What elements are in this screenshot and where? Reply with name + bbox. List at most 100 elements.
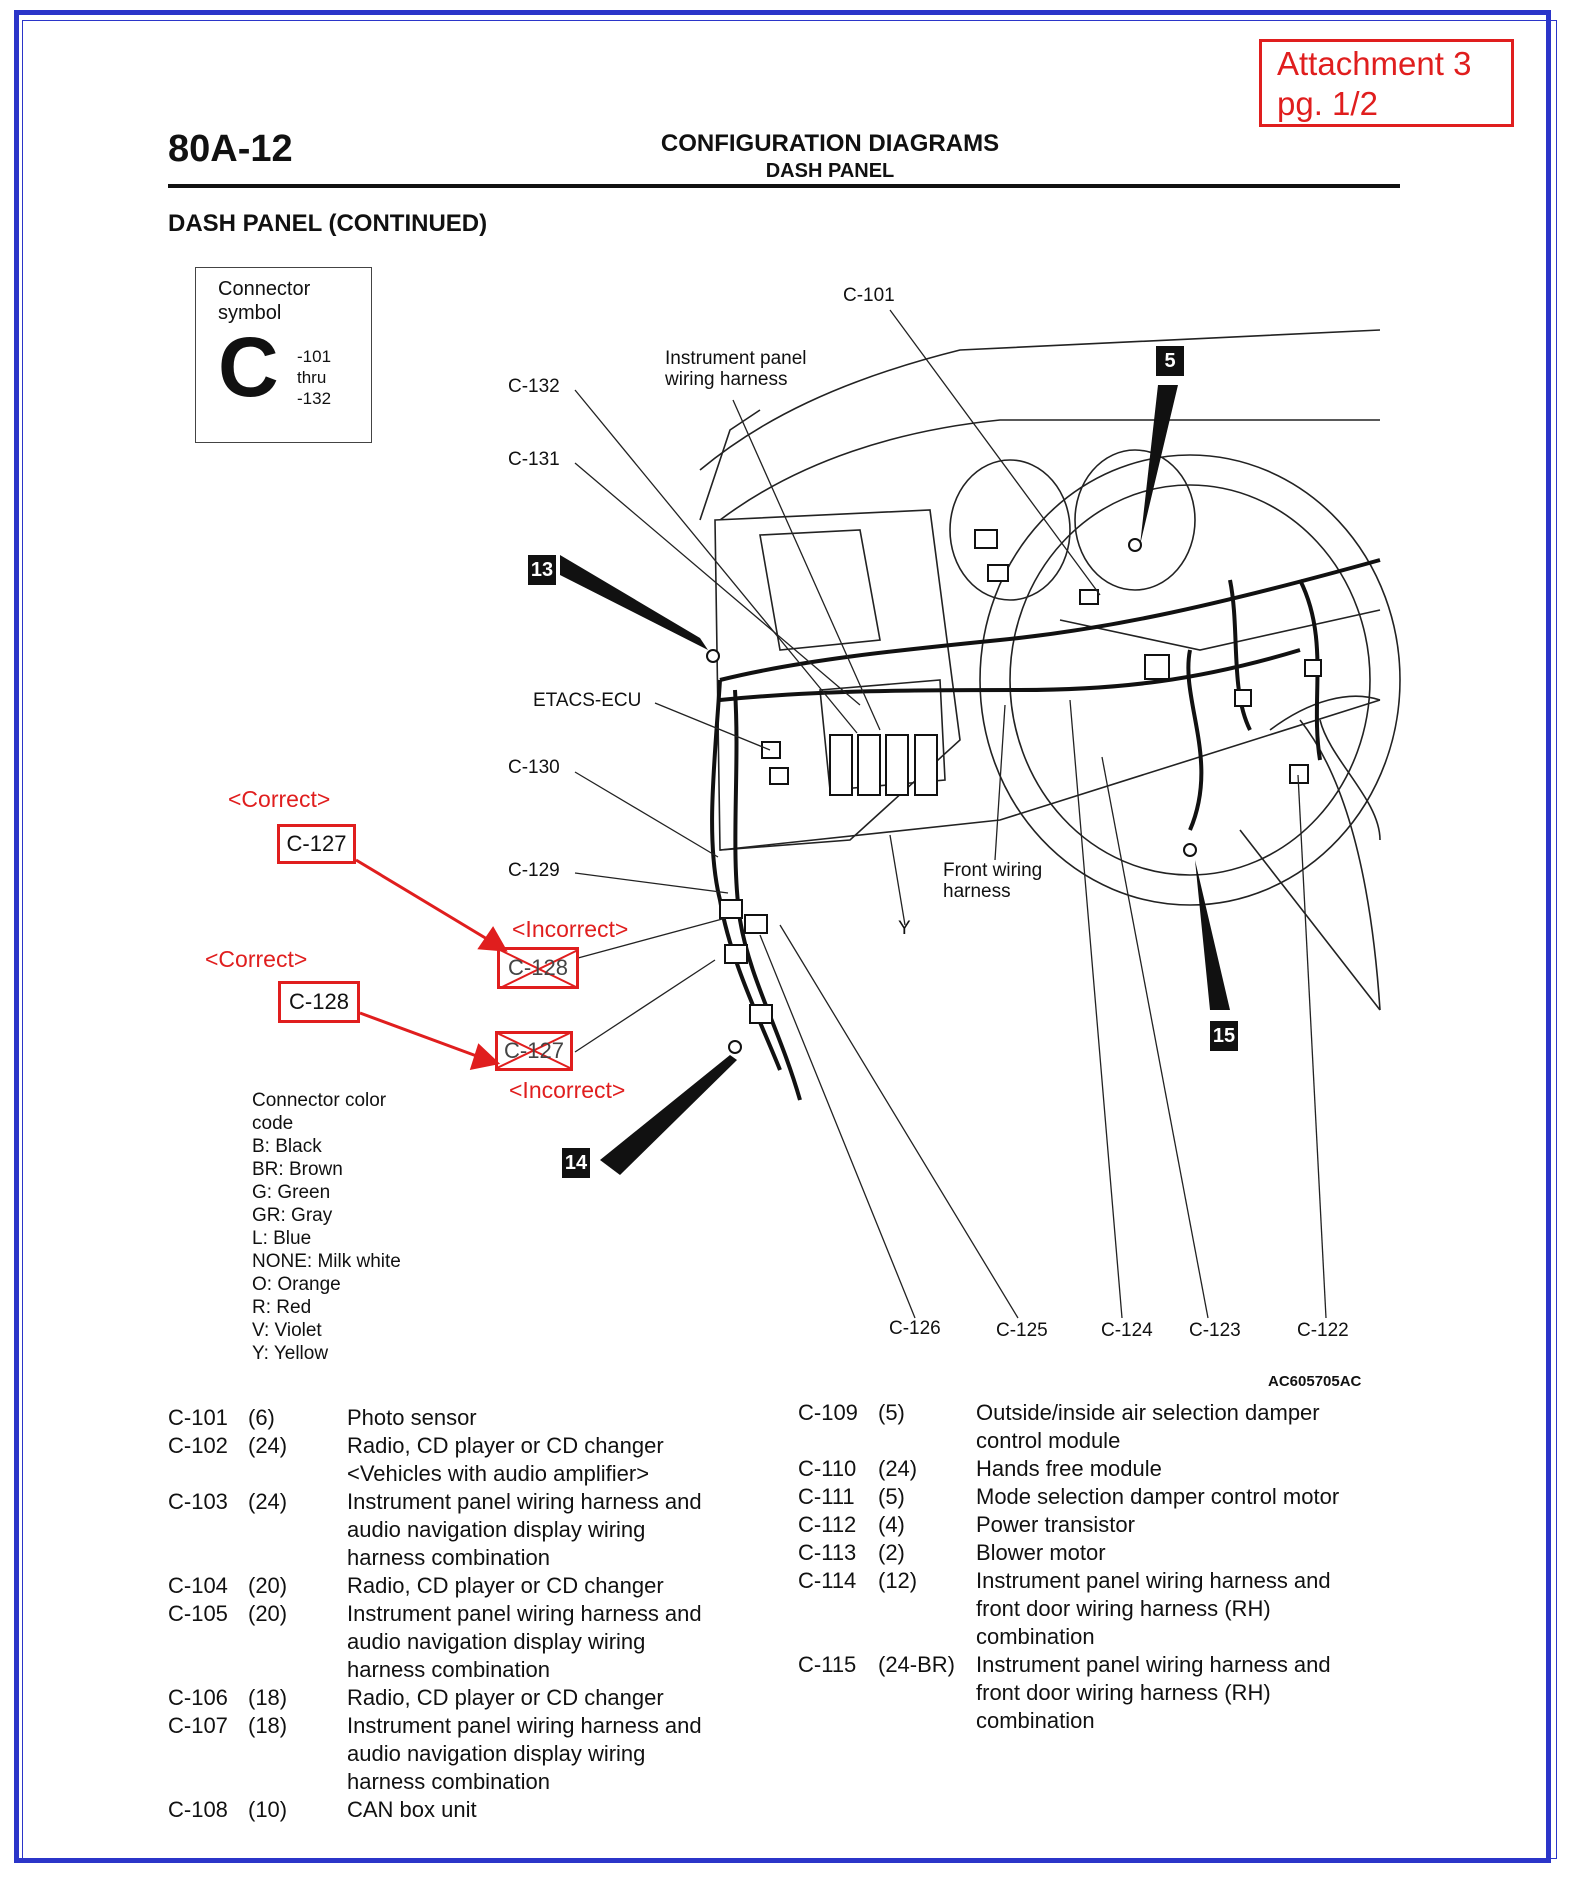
correction-arrow-bottom [359,1011,483,1060]
callout-5: 5 [1156,346,1184,376]
correction-arrow-top [355,858,493,944]
color-code-item: Y: Yellow [252,1343,329,1364]
dash-top-outline [699,329,1381,471]
main-harness-upper [719,558,1381,682]
leader-c128 [577,917,727,959]
strike-bottom-b [496,1032,571,1069]
page-frame [14,10,1551,1863]
connector-pins: (10) [248,1797,288,1822]
label-c132: C-132 [508,376,560,397]
attachment-line2: pg. 1/2 [1277,85,1378,122]
leader-etacs [654,702,771,751]
connector-description-line: Radio, CD player or CD changer [347,1685,664,1710]
connector-symbol-title-line2: symbol [218,302,282,324]
connector-description-line: combination [976,1708,1095,1733]
connector-block [744,914,768,934]
connector-row: C-111(5)Mode selection damper control mo… [798,1483,1378,1511]
connector-description-line: Outside/inside air selection damper [976,1400,1320,1425]
ground-point [1183,843,1197,857]
connector-symbol-box [195,267,372,443]
steering-wheel-rim [979,454,1401,906]
label-c124: C-124 [1101,1320,1153,1341]
connector-symbol-range: -101 thru -132 [297,346,331,409]
correct-box-bottom: C-128 [278,981,360,1023]
connector-row: C-108(10)CAN box unit [168,1796,728,1824]
connector-pins: (24-BR) [878,1652,956,1677]
connector-description: Hands free module [976,1455,1162,1483]
display-screen [759,529,881,651]
label-c130: C-130 [508,757,560,778]
connector-block [1234,689,1252,707]
connector-id: C-105 [168,1601,228,1626]
correct-label-top: <Correct> [228,786,331,812]
connector-block [1304,659,1322,677]
connector-id: C-102 [168,1433,228,1458]
connector-row: C-109 (5) Outside/inside air selection dam… [798,1399,1378,1455]
color-code-item: G: Green [252,1182,331,1203]
connector-description-line: combination [976,1624,1095,1649]
connector-description-line: Instrument panel wiring harness and [976,1652,1331,1677]
connector-id: C-113 [798,1540,857,1565]
connector-row: C-110(24)Hands free module [798,1455,1378,1483]
leader-c131 [574,462,861,706]
connector-description-line: Instrument panel wiring harness and [976,1568,1331,1593]
ground-point [706,649,720,663]
ground-point [728,1040,742,1054]
leader-c127 [574,959,716,1053]
connector-id: C-115 [798,1652,857,1677]
connector-description-line: Instrument panel wiring harness and [347,1713,702,1738]
connector-description-line: Instrument panel wiring harness and [347,1601,702,1626]
connector-pins: (24) [248,1489,288,1514]
label-front-harness: Front wiring harness [943,860,1042,902]
connector-pins: (24) [248,1433,288,1458]
callout-15: 15 [1210,1021,1238,1051]
connector-pins: (24) [878,1456,918,1481]
connector-pins: (18) [248,1713,288,1738]
label-c131: C-131 [508,449,560,470]
connector-description-line: harness combination [347,1545,551,1570]
connector-block [749,1004,773,1024]
range-thru: thru [297,368,327,387]
header-subtitle: DASH PANEL [765,160,895,182]
connector-id: C-109 [798,1400,858,1425]
connector-block [829,734,853,796]
connector-row: C-104(20)Radio, CD player or CD changer [168,1572,728,1600]
connector-description: Photo sensor [347,1404,477,1432]
strike-top-b [499,949,579,989]
connector-description: Mode selection damper control motor [976,1483,1339,1511]
connector-pins: (12) [878,1568,918,1593]
connector-symbol-title-line1: Connector [218,278,311,300]
connector-pins: (18) [248,1685,288,1710]
connector-row: C-114(12)Instrument panel wiring harness… [798,1567,1378,1651]
connector-symbol-title: Connector symbol [218,277,310,325]
connector-pins: (4) [878,1512,905,1537]
attachment-stamp: Attachment 3 pg. 1/2 [1259,39,1514,127]
label-ip-harness: Instrument panel wiring harness [665,348,807,390]
connector-description-line: <Vehicles with audio amplifier> [347,1461,650,1486]
page-frame-inner [22,20,1557,1859]
connector-block [885,734,909,796]
section-title: DASH PANEL (CONTINUED) [168,210,488,237]
connector-row: C-102(24)Radio, CD player or CD changer<… [168,1432,728,1488]
center-console [714,509,961,851]
ground-point [1128,538,1142,552]
connector-row: C-106(18)Radio, CD player or CD changer [168,1684,728,1712]
connector-id: C-108 [168,1797,228,1822]
connector-block [1289,764,1309,784]
label-ip-harness-line1: Instrument panel [665,348,807,369]
label-c126: C-126 [889,1318,941,1339]
attachment-line1: Attachment 3 [1277,45,1472,82]
label-c122: C-122 [1297,1320,1349,1341]
connector-description: Power transistor [976,1511,1135,1539]
correct-label-bottom: <Correct> [205,946,308,972]
connector-description-line: Power transistor [976,1512,1135,1537]
label-ip-harness-line2: wiring harness [665,369,788,390]
connector-description-line: audio navigation display wiring [347,1629,646,1654]
connector-pins: (5) [878,1400,905,1425]
connector-row: C-115 (24-BR) Instrument panel wiring harn… [798,1651,1378,1735]
connector-id: C-101 [168,1405,228,1430]
leader-c124 [1069,699,1123,1319]
